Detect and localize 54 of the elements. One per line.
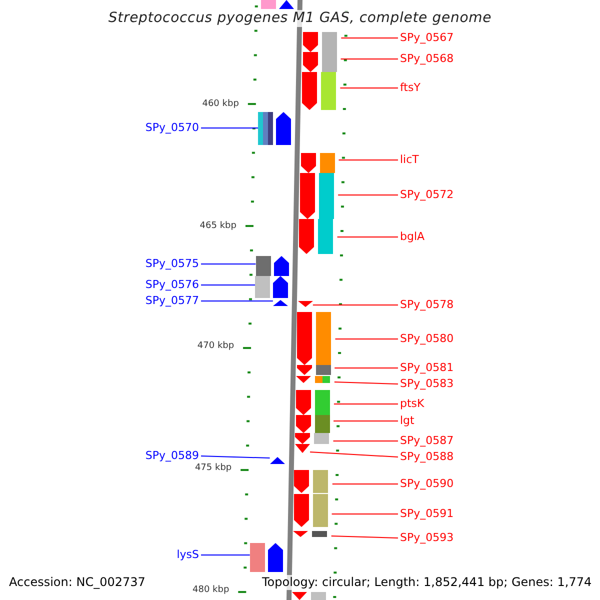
genome-summary: Topology: circular; Length: 1,852,441 bp; Genes: 1,774 [262,575,592,590]
gene-label: ptsK [400,397,424,411]
gene-label: SPy_0577 [145,294,199,308]
leader-line [310,452,398,458]
gene-feature [270,457,285,464]
gene-label: SPy_0581 [400,361,454,375]
gene-label: SPy_0567 [400,31,454,45]
gene-label: SPy_0588 [400,450,454,464]
leader-line [334,382,398,384]
gene-feature [250,543,283,572]
diagram-title: Streptococcus pyogenes M1 GAS, complete genome [108,10,492,27]
gene-label: SPy_0572 [400,188,454,202]
gene-label: SPy_0587 [400,434,454,448]
gene-label: SPy_0591 [400,507,454,521]
gene-label: lgt [400,414,414,428]
position-label: 480 kbp [192,585,230,595]
gene-label: SPy_0580 [400,332,454,346]
gene-label: SPy_0583 [400,377,454,391]
gene-label: SPy_0589 [145,449,199,463]
gene-feature [256,256,289,276]
gene-feature [258,112,292,145]
gene-feature [272,300,288,306]
gene-label: SPy_0578 [400,298,454,312]
leader-line [338,194,398,196]
gene-label: bglA [400,230,425,244]
leader-line [330,536,398,538]
gene-label: ftsY [400,81,420,95]
leader-line [200,554,250,556]
gene-label: SPy_0593 [400,531,454,545]
gene-label: SPy_0570 [145,121,199,135]
leader-line [333,420,398,422]
gene-feature [255,276,288,298]
leader-line [336,236,398,238]
leader-line [200,300,274,302]
gene-label: SPy_0575 [145,257,199,271]
gene-feature [260,0,294,9]
leader-line [332,440,398,442]
gene-feature [298,301,313,307]
leader-line [200,456,270,458]
gene-label: SPy_0590 [400,477,454,491]
position-label: 460 kbp [202,99,239,109]
position-label: 465 kbp [200,221,236,231]
gene-feature [295,444,310,453]
leader-line [312,304,398,306]
gene-label: lysS [176,548,199,562]
leader-line [200,284,256,286]
leader-line [334,338,398,340]
position-label: 475 kbp [194,463,232,473]
leader-line [340,58,398,60]
gene-label: SPy_0568 [400,52,454,66]
gene-label: licT [400,153,419,167]
position-label: 470 kbp [197,341,234,351]
gene-label: SPy_0576 [145,278,199,292]
accession-label: Accession: NC_002737 [9,575,146,590]
